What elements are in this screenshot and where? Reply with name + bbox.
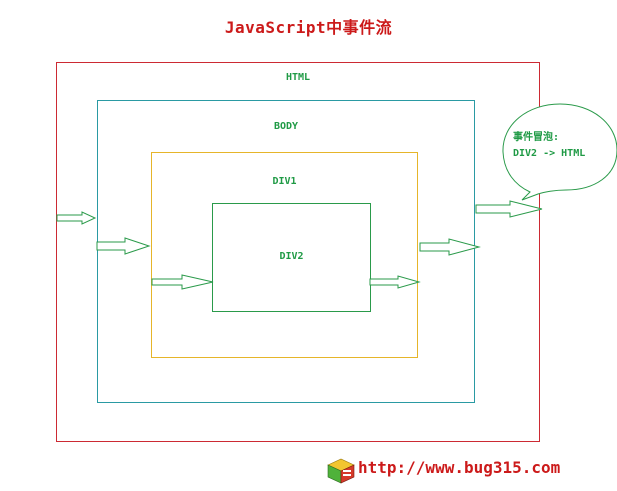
arrow-into-div1 <box>151 274 214 290</box>
html-box <box>56 62 540 442</box>
div1-label: DIV1 <box>272 176 297 187</box>
diagram-title: JavaScript中事件流 <box>224 18 393 37</box>
div2-label: DIV2 <box>279 251 304 262</box>
arrow-out-div1 <box>419 238 481 256</box>
body-label: BODY <box>273 121 299 132</box>
div1-box <box>151 152 418 358</box>
bubble-line-2: DIV2 -> HTML <box>513 148 586 159</box>
body-box <box>97 100 475 403</box>
speech-bubble <box>502 103 617 201</box>
html-label: HTML <box>285 72 311 83</box>
arrow-into-html <box>56 211 97 225</box>
bubble-text: 事件冒泡: DIV2 -> HTML <box>513 130 585 162</box>
bubble-line-1: 事件冒泡: <box>513 132 560 143</box>
arrow-out-body <box>475 200 543 218</box>
arrow-into-body <box>96 237 151 255</box>
website-url[interactable]: http://www.bug315.com <box>358 458 561 477</box>
arrow-out-div2 <box>369 275 421 289</box>
div2-box <box>212 203 371 312</box>
cube-logo-icon <box>327 458 355 484</box>
